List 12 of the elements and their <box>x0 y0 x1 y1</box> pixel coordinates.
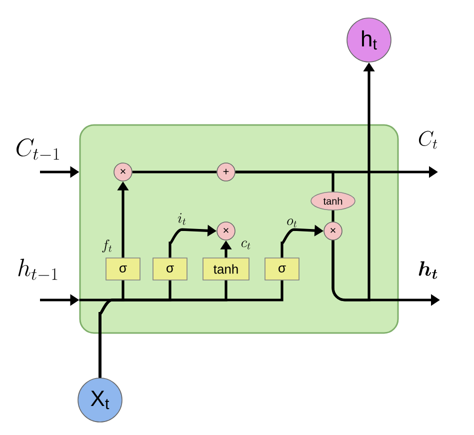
gate-box: σ <box>264 258 300 280</box>
math-label: $i_t$ <box>178 213 186 225</box>
math-label: $C_{t-1}$ <box>16 138 59 160</box>
math-label: $h_{t-1}$ <box>18 258 58 280</box>
math-label: $C_t$ <box>418 130 438 149</box>
math-label: $c_t$ <box>242 240 250 250</box>
gate-box: σ <box>106 258 140 280</box>
math-label: $o_t$ <box>287 218 297 228</box>
math-label: $f_t$ <box>102 239 112 253</box>
gate-box: tanh <box>202 258 250 280</box>
gate-box: σ <box>152 258 188 280</box>
math-label: $\boldsymbol{h_t}$ <box>418 261 438 279</box>
